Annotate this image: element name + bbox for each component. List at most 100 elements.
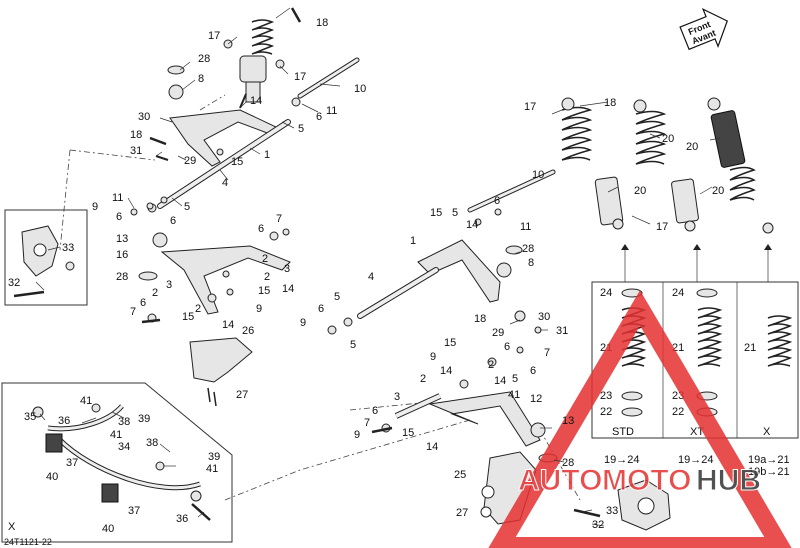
callout-1: 1	[410, 235, 416, 247]
callout-29: 29	[492, 327, 504, 339]
callout-6: 6	[258, 223, 264, 235]
table-std-footer: 19→24	[604, 454, 639, 466]
callout-9: 9	[430, 351, 436, 363]
table-std-title: STD	[612, 426, 634, 438]
callout-5: 5	[350, 339, 356, 351]
callout-6: 6	[494, 195, 500, 207]
callout-6: 6	[140, 297, 146, 309]
callout-30: 30	[138, 111, 150, 123]
callout-7: 7	[276, 213, 282, 225]
callout-31: 31	[556, 325, 568, 337]
callout-36: 36	[176, 513, 188, 525]
callout-6: 6	[372, 405, 378, 417]
callout-14: 14	[222, 319, 234, 331]
callout-28: 28	[522, 243, 534, 255]
callout-32: 32	[8, 277, 20, 289]
callout-6: 6	[530, 365, 536, 377]
callout-17: 17	[294, 71, 306, 83]
spring-variant-table: 24 21 23 22 STD 24 21 23 22 XT 21 X 19→2…	[591, 244, 799, 478]
callout-37: 37	[66, 457, 78, 469]
callout-25: 25	[454, 469, 466, 481]
callout-8: 8	[198, 73, 204, 85]
callout-7: 7	[130, 306, 136, 318]
callout-2: 2	[420, 373, 426, 385]
callout-2: 2	[262, 253, 268, 265]
front-direction-badge: Front Avant	[679, 7, 729, 51]
callout-15: 15	[444, 337, 456, 349]
callout-4: 4	[368, 271, 374, 283]
callout-3: 3	[284, 263, 290, 275]
callout-14: 14	[426, 441, 438, 453]
callout-28: 28	[562, 457, 574, 469]
watermark-part-2: MOTO	[602, 464, 691, 497]
table-x-footer-1: 19a→21	[748, 454, 790, 466]
table-std-item-1: 24	[600, 287, 612, 299]
callout-37: 37	[128, 505, 140, 517]
callout-20: 20	[686, 141, 698, 153]
callout-35: 35	[24, 411, 36, 423]
callout-9: 9	[354, 429, 360, 441]
callout-8: 8	[528, 257, 534, 269]
callout-6: 6	[504, 341, 510, 353]
callout-11: 11	[326, 105, 337, 117]
shock-absorber-x	[707, 97, 774, 234]
callout-17: 17	[524, 101, 536, 113]
callout-41: 41	[206, 463, 218, 475]
lower-left-a-arm-assembly	[130, 202, 291, 407]
callout-numbers: 18 17 28 8 17 10 14 11 6 30 5 18 31 1 29…	[8, 17, 724, 535]
callout-33: 33	[62, 242, 74, 254]
callout-4: 4	[222, 177, 228, 189]
callout-26: 26	[242, 325, 254, 337]
callout-15: 15	[430, 207, 442, 219]
table-xt-footer: 19→24	[678, 454, 713, 466]
callout-16: 16	[116, 249, 128, 261]
table-x-title: X	[763, 426, 771, 438]
callout-10: 10	[532, 169, 544, 181]
callout-38: 38	[146, 437, 158, 449]
callout-41: 41	[110, 429, 122, 441]
callout-12: 12	[530, 393, 542, 405]
callout-20: 20	[712, 185, 724, 197]
callout-36: 36	[58, 415, 70, 427]
table-x-footer-2: 19b→21	[748, 466, 790, 478]
knuckle-detail-box	[4, 209, 88, 306]
callout-1: 1	[264, 149, 270, 161]
callout-7: 7	[364, 417, 370, 429]
callout-27: 27	[236, 389, 248, 401]
callout-41: 41	[80, 395, 92, 407]
callout-2: 2	[264, 271, 270, 283]
shock-absorber-top-left	[239, 19, 275, 103]
shock-absorber-xt	[633, 99, 699, 232]
callout-15: 15	[258, 285, 270, 297]
table-xt-item-4: 22	[672, 406, 684, 418]
callout-32: 32	[592, 519, 604, 531]
callout-34: 34	[118, 441, 130, 453]
callout-30: 30	[538, 311, 550, 323]
figure-reference: 24T1121-22	[4, 537, 52, 547]
callout-5: 5	[334, 291, 340, 303]
callout-18: 18	[474, 313, 486, 325]
callout-9: 9	[300, 317, 306, 329]
callout-6: 6	[318, 303, 324, 315]
callout-3: 3	[166, 279, 172, 291]
callout-3: 3	[394, 391, 400, 403]
callout-14: 14	[440, 365, 452, 377]
callout-11: 11	[520, 221, 531, 233]
callout-14: 14	[494, 375, 506, 387]
callout-20: 20	[634, 185, 646, 197]
detail-left-label: X	[8, 521, 16, 533]
callout-27: 27	[456, 507, 468, 519]
callout-28: 28	[198, 53, 210, 65]
table-std-item-3: 23	[600, 390, 612, 402]
callout-5: 5	[452, 207, 458, 219]
callout-15: 15	[231, 156, 243, 168]
callout-10: 10	[354, 83, 366, 95]
callout-20: 20	[662, 133, 674, 145]
callout-14: 14	[250, 95, 262, 107]
callout-6: 6	[170, 215, 176, 227]
callout-18: 18	[130, 129, 142, 141]
callout-15: 15	[402, 427, 414, 439]
callout-5: 5	[184, 201, 190, 213]
sway-bar-detail-box	[1, 382, 233, 543]
